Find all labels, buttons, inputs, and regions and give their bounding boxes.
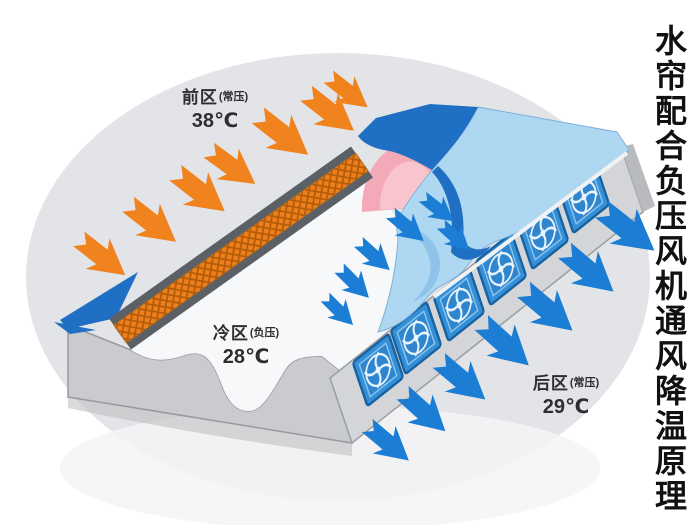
ground-glow xyxy=(60,406,600,525)
fan-wall-end-face xyxy=(621,144,655,212)
zone-label-rear: 后区(常压) 29℃ xyxy=(506,374,626,419)
water-curtain xyxy=(113,152,369,344)
roof-curl-swoosh xyxy=(398,227,441,302)
zone-label-front: 前区(常压) 38℃ xyxy=(150,88,280,133)
interior-floor xyxy=(131,174,420,412)
zone-rear-pressure: (常压) xyxy=(569,377,600,390)
zone-front-name: 前区 xyxy=(181,88,218,107)
zone-label-cold: 冷区(负压) 28℃ xyxy=(186,324,306,369)
left-eave xyxy=(60,272,138,329)
zone-rear-name: 后区 xyxy=(532,374,569,393)
roof-ridge-dark xyxy=(358,104,478,170)
building-shadow xyxy=(68,397,352,456)
zone-cold-temp: 28℃ xyxy=(222,345,270,368)
zone-rear-temp: 29℃ xyxy=(542,395,590,418)
zone-cold-name: 冷区 xyxy=(212,324,249,343)
roof xyxy=(377,106,630,333)
left-eave-lip xyxy=(54,322,96,334)
zone-cold-pressure: (负压) xyxy=(249,327,280,340)
zone-front-pressure: (常压) xyxy=(218,91,249,104)
zone-front-temp: 38℃ xyxy=(191,109,239,132)
page-title: 水帘配合负压风机通风降温原理 xyxy=(651,24,687,514)
airflow-swoosh xyxy=(432,166,491,260)
roof-fascia xyxy=(432,151,629,299)
